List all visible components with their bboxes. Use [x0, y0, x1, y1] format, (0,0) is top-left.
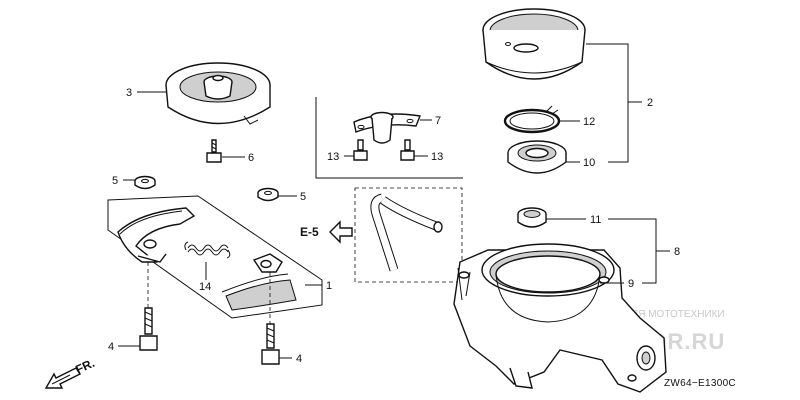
part-12-circlip[interactable]	[503, 105, 561, 134]
part-11-oil-seal[interactable]	[517, 207, 547, 228]
diagram-code: ZW64−E1300C	[664, 378, 736, 389]
part-13-bolt-left[interactable]	[353, 139, 368, 161]
callout-8: 8	[674, 246, 680, 258]
clutch-shoe-right[interactable]	[221, 253, 297, 311]
part-3-clutch-pulley[interactable]	[165, 62, 271, 125]
part-2-clutch-drum[interactable]	[482, 8, 586, 80]
callout-1: 1	[326, 280, 332, 292]
leader-lines	[118, 43, 670, 359]
front-direction-label: FR.	[73, 356, 96, 377]
reference-label: E-5	[300, 225, 319, 239]
front-direction-arrow-icon	[44, 367, 82, 389]
callout-10: 10	[583, 157, 595, 169]
callout-labels: 3 6 5 5 14 1 4 4 13 13 7 2 12 10 11 8 9	[108, 87, 680, 365]
part-6-bolt[interactable]	[206, 139, 222, 163]
callout-7: 7	[435, 115, 441, 127]
callout-5-right: 5	[300, 191, 306, 203]
part-4-bolt-left[interactable]	[139, 307, 158, 351]
callout-6: 6	[248, 152, 254, 164]
part-5-washer-left[interactable]	[134, 175, 156, 190]
callout-9: 9	[628, 278, 634, 290]
part-9-clutch-housing[interactable]	[453, 243, 667, 393]
callout-14: 14	[199, 281, 211, 293]
group-bracket-7	[315, 97, 463, 179]
callout-13-left: 13	[327, 151, 339, 163]
callout-5-left: 5	[112, 175, 118, 187]
part-14-clutch-spring[interactable]	[184, 241, 231, 259]
callout-4-left: 4	[108, 341, 114, 353]
part-7-bracket[interactable]	[353, 111, 421, 144]
callout-13-right: 13	[431, 151, 443, 163]
part-13-bolt-right[interactable]	[400, 139, 415, 161]
part-1-clutch-assembly-frame	[107, 195, 323, 319]
clutch-shoe-left[interactable]	[117, 207, 196, 263]
callout-2: 2	[647, 97, 653, 109]
part-4-bolt-right[interactable]	[261, 323, 280, 365]
callout-3: 3	[126, 87, 132, 99]
part-10-bearing[interactable]	[507, 140, 567, 174]
callout-11: 11	[590, 214, 601, 226]
callout-4-right: 4	[296, 353, 302, 365]
reference-arrow-icon	[329, 220, 353, 244]
part-5-washer-right[interactable]	[257, 187, 279, 202]
breather-hose[interactable]	[370, 193, 443, 272]
hose-reference-box	[354, 187, 463, 283]
callout-12: 12	[583, 116, 595, 128]
